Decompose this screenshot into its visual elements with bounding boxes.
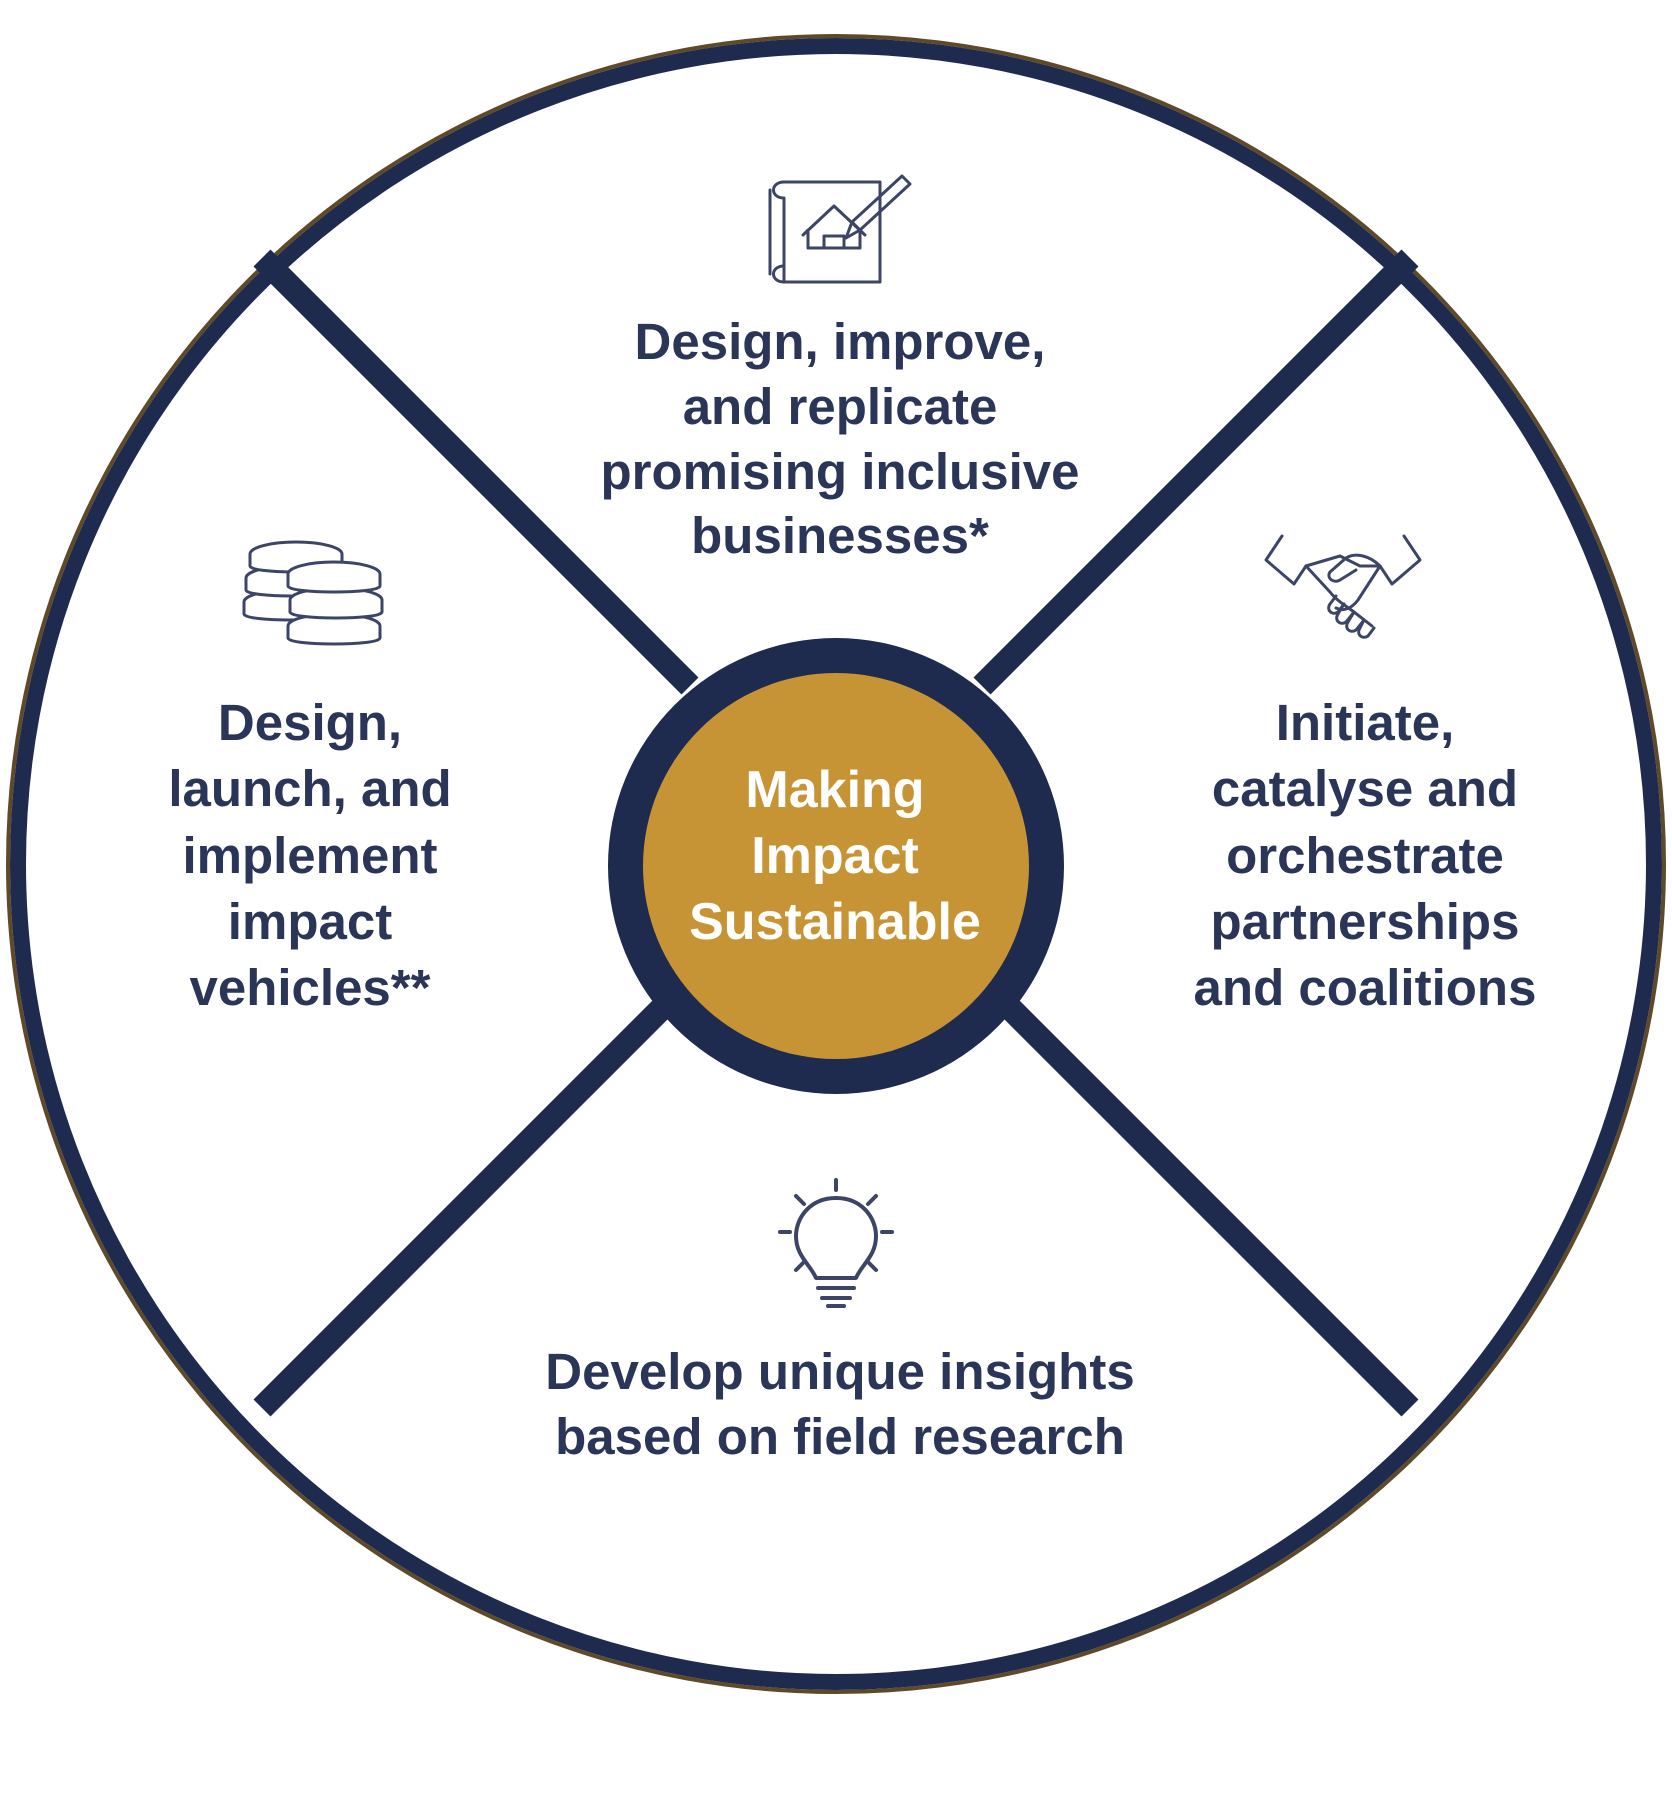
- center-title: Making Impact Sustainable: [689, 761, 981, 952]
- center-hub: [643, 673, 1029, 1059]
- lightbulb-icon: [778, 1178, 894, 1308]
- blueprint-house-pencil-icon: [768, 174, 912, 284]
- divider-top-right: [973, 249, 1419, 695]
- segment-bottom-text: Develop unique insights based on field r…: [545, 1343, 1135, 1465]
- segment-left-text: Design, launch, and implement impact veh…: [168, 694, 452, 1017]
- segment-top-text: Design, improve, and replicate promising…: [600, 313, 1080, 565]
- divider-top-left: [253, 249, 699, 695]
- segment-right-text: Initiate, catalyse and orchestrate partn…: [1193, 694, 1537, 1017]
- handshake-icon: [1264, 534, 1422, 639]
- coins-stack-icon: [242, 540, 384, 646]
- divider-bottom-right: [995, 993, 1419, 1417]
- divider-bottom-left: [253, 993, 677, 1417]
